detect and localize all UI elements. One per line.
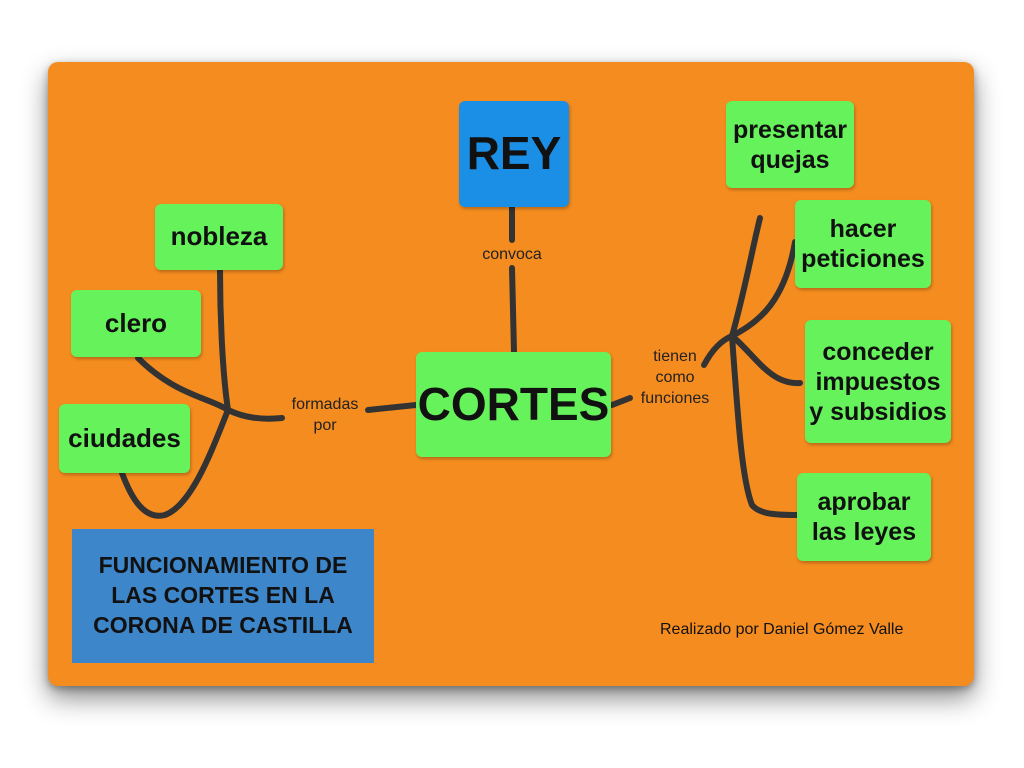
- node-ciudades: ciudades: [59, 404, 190, 473]
- node-hacer-peticiones: hacer peticiones: [795, 200, 931, 288]
- node-conceder-impuestos: conceder impuestos y subsidios: [805, 320, 951, 443]
- link-label-tienen-como-funciones: tienen como funciones: [640, 348, 710, 407]
- node-aprobar-leyes: aprobar las leyes: [797, 473, 931, 561]
- map-title-box: FUNCIONAMIENTO DE LAS CORTES EN LA CORON…: [72, 529, 374, 663]
- node-rey: REY: [459, 101, 569, 207]
- node-clero: clero: [71, 290, 201, 357]
- link-label-convoca: convoca: [482, 246, 542, 263]
- link-label-formadas-por: formadas por: [291, 396, 359, 434]
- node-presentar-quejas: presentar quejas: [726, 101, 854, 188]
- author-credit: Realizado por Daniel Gómez Valle: [660, 621, 904, 638]
- node-nobleza: nobleza: [155, 204, 283, 270]
- node-cortes: CORTES: [416, 352, 611, 457]
